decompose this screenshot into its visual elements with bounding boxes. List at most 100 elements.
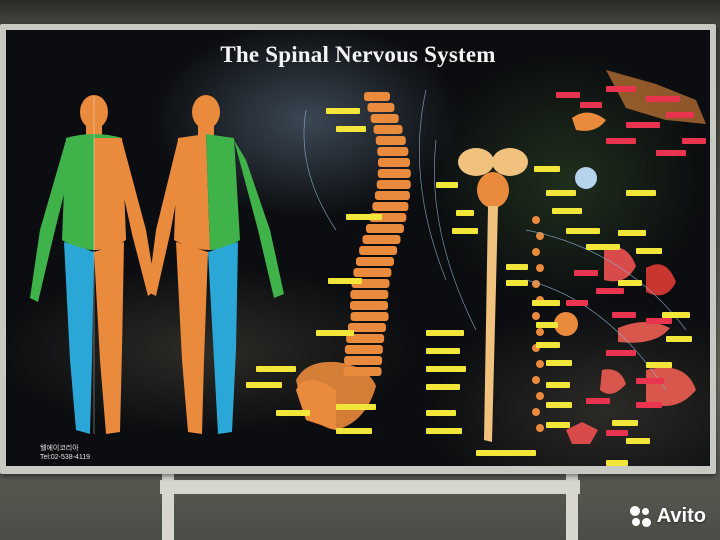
annotation-label-yellow: [256, 366, 296, 372]
vertebra: [376, 180, 411, 189]
annotation-label-red: [574, 270, 598, 276]
annotation-label-yellow: [636, 248, 662, 254]
annotation-label-yellow: [452, 228, 478, 234]
annotation-label-yellow: [336, 126, 366, 132]
publisher-phone: Tel:02-538-4119: [40, 454, 91, 461]
annotation-label-yellow: [436, 182, 458, 188]
vertebra: [377, 158, 410, 167]
annotation-label-yellow: [626, 190, 656, 196]
vertebra: [362, 235, 401, 244]
human-figure-front: [30, 95, 156, 434]
ganglion: [532, 408, 540, 416]
vertebra: [346, 334, 385, 343]
poster-title: The Spinal Nervous System: [220, 42, 496, 67]
annotation-label-yellow: [506, 264, 528, 270]
annotation-label-yellow: [612, 420, 638, 426]
annotation-label-red: [556, 92, 580, 98]
avito-brand-text: Avito: [656, 505, 706, 527]
annotation-label-yellow: [662, 312, 690, 318]
annotation-label-red: [606, 430, 628, 436]
annotation-label-red: [606, 86, 636, 92]
vertebra: [350, 301, 389, 310]
vertebra: [367, 103, 395, 112]
vertebra: [370, 114, 399, 123]
annotation-label-yellow: [536, 322, 558, 328]
annotation-label-red: [636, 402, 662, 408]
annotation-label-yellow: [426, 384, 460, 390]
annotation-label-yellow: [246, 382, 282, 388]
vertebrae-stack: [343, 92, 411, 376]
annotation-label-yellow: [506, 280, 528, 286]
awning: [0, 0, 720, 28]
human-figure-back: [148, 95, 284, 434]
annotation-label-yellow: [534, 166, 560, 172]
annotation-label-yellow: [626, 438, 650, 444]
ganglion: [532, 376, 540, 384]
annotation-label-yellow: [546, 360, 572, 366]
annotation-label-red: [656, 150, 686, 156]
vertebra: [377, 169, 411, 178]
publisher-info: 웰에이코리아 Tel:02-538-4119: [40, 444, 90, 462]
annotation-label-yellow: [336, 428, 372, 434]
stand-leg-right: [566, 470, 578, 540]
vertebra: [373, 125, 403, 134]
annotation-label-yellow: [328, 278, 362, 284]
annotation-label-yellow: [546, 190, 576, 196]
annotation-label-yellow: [546, 382, 570, 388]
annotation-label-yellow: [506, 450, 536, 456]
annotation-label-yellow: [336, 404, 376, 410]
ganglion: [536, 360, 544, 368]
annotation-label-yellow: [456, 210, 474, 216]
vertebra: [374, 191, 410, 200]
vertebra: [350, 290, 389, 299]
avito-watermark: Avito: [629, 505, 706, 528]
ganglion: [536, 424, 544, 432]
annotation-label-yellow: [426, 348, 460, 354]
vertebra: [343, 367, 382, 376]
vertebra: [372, 202, 409, 211]
annotation-label-red: [682, 138, 706, 144]
annotation-label-yellow: [426, 410, 456, 416]
annotation-label-yellow: [552, 208, 582, 214]
ganglion: [536, 264, 544, 272]
annotation-label-yellow: [606, 460, 628, 466]
vertebra: [359, 246, 398, 255]
annotation-label-yellow: [426, 428, 462, 434]
annotation-label-yellow: [566, 228, 600, 234]
annotation-label-red: [580, 102, 602, 108]
vertebra: [355, 257, 394, 266]
vertebra: [377, 147, 409, 156]
stand-bar: [160, 480, 580, 494]
annotation-label-yellow: [426, 330, 464, 336]
annotation-label-red: [666, 112, 694, 118]
annotation-label-yellow: [476, 450, 512, 456]
stand-leg-left: [162, 470, 174, 540]
annotation-label-red: [586, 398, 610, 404]
vertebra: [347, 323, 386, 332]
avito-dots-icon: [629, 505, 652, 528]
annotation-label-yellow: [618, 230, 646, 236]
vertebra: [344, 345, 383, 354]
annotation-label-yellow: [646, 362, 672, 368]
annotation-label-red: [596, 288, 624, 294]
ganglion: [532, 312, 540, 320]
nerve-connections: [303, 89, 687, 391]
annotation-label-yellow: [426, 366, 466, 372]
ganglion: [532, 216, 540, 224]
annotation-label-yellow: [316, 330, 354, 336]
ganglion: [532, 248, 540, 256]
annotation-label-red: [636, 378, 664, 384]
annotation-label-yellow: [532, 300, 560, 306]
annotation-label-red: [566, 300, 588, 306]
annotation-label-red: [646, 318, 672, 324]
annotation-label-yellow: [536, 342, 560, 348]
vertebra: [375, 136, 406, 145]
annotation-label-yellow: [666, 336, 692, 342]
ganglion: [536, 328, 544, 336]
vertebra: [365, 224, 404, 233]
poster-frame: The Spinal Nervous System: [0, 24, 716, 474]
anatomy-illustration: [30, 70, 706, 444]
annotation-label-yellow: [276, 410, 310, 416]
vertebra: [364, 92, 390, 101]
